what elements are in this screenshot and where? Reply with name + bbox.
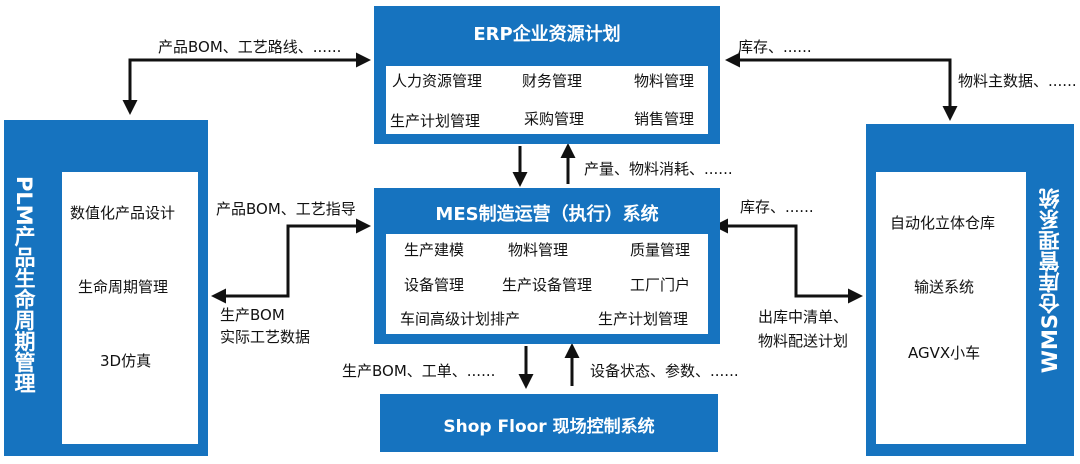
- flow-label-mes-wms-2: 物料配送计划: [758, 332, 849, 350]
- mes-title: MES制造运营（执行）系统: [435, 204, 659, 225]
- erp-module: 人力资源管理: [392, 72, 483, 90]
- flow-label-mes-erp: 产量、物料消耗、......: [584, 160, 733, 178]
- mes-module: 设备管理: [404, 276, 465, 294]
- plm-box: PLM产品生命周期管理 数值化产品设计 生命周期管理 3D仿真: [4, 120, 208, 456]
- mes-modules-panel: 生产建模 物料管理 质量管理 设备管理 生产设备管理 工厂门户 车间高级计划排产…: [386, 234, 708, 334]
- erp-module: 物料管理: [634, 72, 695, 90]
- flow-label-wms-mes: 库存、......: [740, 198, 814, 216]
- shopfloor-title: Shop Floor 现场控制系统: [443, 417, 655, 437]
- flow-label-plm-mes: 产品BOM、工艺指导: [216, 200, 356, 218]
- erp-title: ERP企业资源计划: [473, 24, 621, 45]
- erp-module: 生产计划管理: [390, 112, 481, 130]
- arrow-erp-wms: [725, 52, 958, 121]
- mes-module: 物料管理: [508, 241, 569, 259]
- wms-box: 自动化立体仓库 输送系统 AGVX小车 WMS仓库管理系统: [866, 124, 1074, 456]
- flow-label-plm-erp: 产品BOM、工艺路线、......: [158, 38, 342, 56]
- erp-modules-panel: 人力资源管理 财务管理 物料管理 生产计划管理 采购管理 销售管理: [386, 66, 708, 134]
- plm-module: 生命周期管理: [78, 278, 169, 296]
- erp-module: 采购管理: [524, 110, 585, 128]
- flow-label-wms-erp: 物料主数据、......: [958, 72, 1077, 90]
- arrow-plm-mes: [211, 218, 371, 304]
- wms-module: AGVX小车: [908, 344, 981, 362]
- flow-label-mes-plm-1: 生产BOM: [220, 306, 285, 324]
- mes-box: MES制造运营（执行）系统 生产建模 物料管理 质量管理 设备管理 生产设备管理…: [374, 188, 720, 344]
- wms-module: 输送系统: [914, 278, 975, 296]
- flow-label-mes-shop: 生产BOM、工单、......: [342, 362, 496, 380]
- flow-label-erp-wms: 库存、......: [738, 38, 812, 56]
- mes-module: 生产建模: [404, 241, 465, 259]
- erp-module: 销售管理: [634, 110, 695, 128]
- mes-module: 生产设备管理: [502, 276, 593, 294]
- mes-module: 生产计划管理: [598, 310, 689, 328]
- plm-module: 3D仿真: [100, 352, 152, 370]
- flow-label-shop-mes: 设备状态、参数、......: [590, 362, 739, 380]
- plm-title: PLM产品生命周期管理: [12, 176, 36, 394]
- plm-module: 数值化产品设计: [70, 204, 176, 222]
- wms-modules-panel: 自动化立体仓库 输送系统 AGVX小车: [876, 172, 1026, 444]
- arrow-plm-erp: [122, 52, 371, 115]
- mes-module: 工厂门户: [630, 276, 691, 294]
- mes-module: 质量管理: [630, 241, 691, 259]
- erp-box: ERP企业资源计划 人力资源管理 财务管理 物料管理 生产计划管理 采购管理 销…: [374, 6, 720, 144]
- mes-module: 车间高级计划排产: [400, 310, 521, 328]
- flow-label-mes-wms-1: 出库中清单、: [758, 308, 849, 326]
- erp-module: 财务管理: [522, 72, 583, 90]
- plm-modules-panel: 数值化产品设计 生命周期管理 3D仿真: [62, 172, 198, 444]
- wms-module: 自动化立体仓库: [890, 214, 996, 232]
- arrow-mes-wms: [713, 218, 863, 304]
- shopfloor-box: Shop Floor 现场控制系统: [380, 394, 718, 452]
- flow-label-mes-plm-2: 实际工艺数据: [220, 328, 311, 346]
- wms-title: WMS仓库管理系统: [1038, 188, 1062, 374]
